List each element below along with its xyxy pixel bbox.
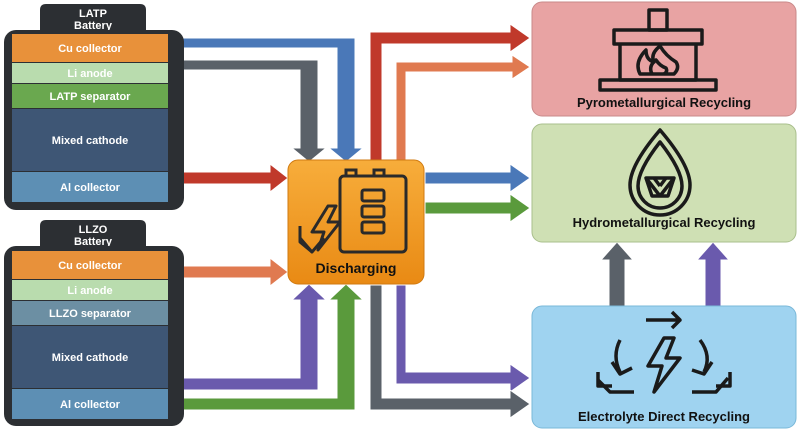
arrow-discharging-to-direct-gray [369, 284, 531, 419]
latp-layer-al [12, 172, 168, 202]
llzo-layer-cu-label: Cu collector [58, 260, 122, 272]
arrow-latp-cu-to-discharging [182, 37, 365, 163]
arrow-discharging-to-hydro-blue [424, 163, 531, 193]
latp-layer-cu [12, 34, 168, 62]
arrow-latp-cathode-to-discharging [182, 162, 289, 194]
hydro-label: Hydrometallurgical Recycling [573, 215, 756, 230]
arrow-llzo-cathode-to-discharging [182, 283, 328, 391]
llzo-layer-cu [12, 251, 168, 279]
arrow-llzo-al-to-discharging [182, 283, 365, 411]
llzo-layer-al-label: Al collector [60, 399, 121, 411]
arrow-discharging-to-direct-purple [395, 284, 531, 393]
recycle-lightning-icon [596, 310, 732, 394]
llzo-layer-al [12, 389, 168, 419]
latp-layer-cathode [12, 109, 168, 171]
discharging-label: Discharging [316, 260, 397, 276]
pyrometallurgical-recycling: Pyrometallurgical Recycling [531, 1, 797, 117]
electrolyte-direct-recycling: Electrolyte Direct Recycling [531, 305, 797, 429]
battery-llzo-cap [40, 220, 146, 248]
llzo-layer-cathode-label: Mixed cathode [52, 352, 128, 364]
latp-layer-separator [12, 84, 168, 108]
arrow-discharging-to-hydro-green [424, 193, 531, 223]
latp-layer-cu-label: Cu collector [58, 43, 122, 55]
battery-llzo: LLZO Battery Cu collector Li anode LLZO … [4, 220, 184, 426]
arrow-llzo-cu-to-discharging [182, 256, 289, 288]
battery-latp-title-line1: LATP [79, 8, 107, 20]
llzo-layer-anode-label: Li anode [67, 285, 112, 297]
arrow-direct-to-hydro-gray [599, 241, 635, 307]
battery-llzo-title-line2: Battery [74, 236, 113, 248]
battery-latp-cap [40, 4, 146, 32]
flow-arrows [182, 23, 731, 419]
llzo-layer-separator [12, 301, 168, 325]
direct-label: Electrolyte Direct Recycling [578, 409, 750, 424]
llzo-layer-anode [12, 280, 168, 300]
droplet-crystal-icon [628, 128, 692, 217]
battery-latp-title-line2: Battery [74, 20, 113, 32]
battery-latp: LATP Battery Cu collector Li anode LATP … [4, 4, 184, 210]
arrow-discharging-to-pyro-orange [395, 54, 531, 161]
latp-layer-anode-label: Li anode [67, 68, 112, 80]
battery-charging-icon [338, 168, 408, 254]
llzo-layer-cathode [12, 326, 168, 388]
pyro-box [531, 1, 797, 117]
discharge-lightning-icon [298, 204, 342, 254]
arrow-direct-to-hydro-purple [695, 241, 731, 307]
latp-layer-separator-label: LATP separator [50, 91, 132, 103]
latp-layer-cathode-label: Mixed cathode [52, 135, 128, 147]
arrow-discharging-to-pyro-red [369, 23, 531, 161]
battery-llzo-title-line1: LLZO [79, 224, 108, 236]
pyro-label: Pyrometallurgical Recycling [577, 95, 751, 110]
latp-layer-anode [12, 63, 168, 83]
arrow-latp-anode-to-discharging [182, 59, 328, 163]
latp-layer-al-label: Al collector [60, 182, 121, 194]
direct-box [531, 305, 797, 429]
llzo-layer-separator-label: LLZO separator [49, 308, 132, 320]
discharging-process: Discharging [287, 159, 425, 285]
hydrometallurgical-recycling: Hydrometallurgical Recycling [531, 123, 797, 243]
furnace-icon [598, 8, 718, 92]
